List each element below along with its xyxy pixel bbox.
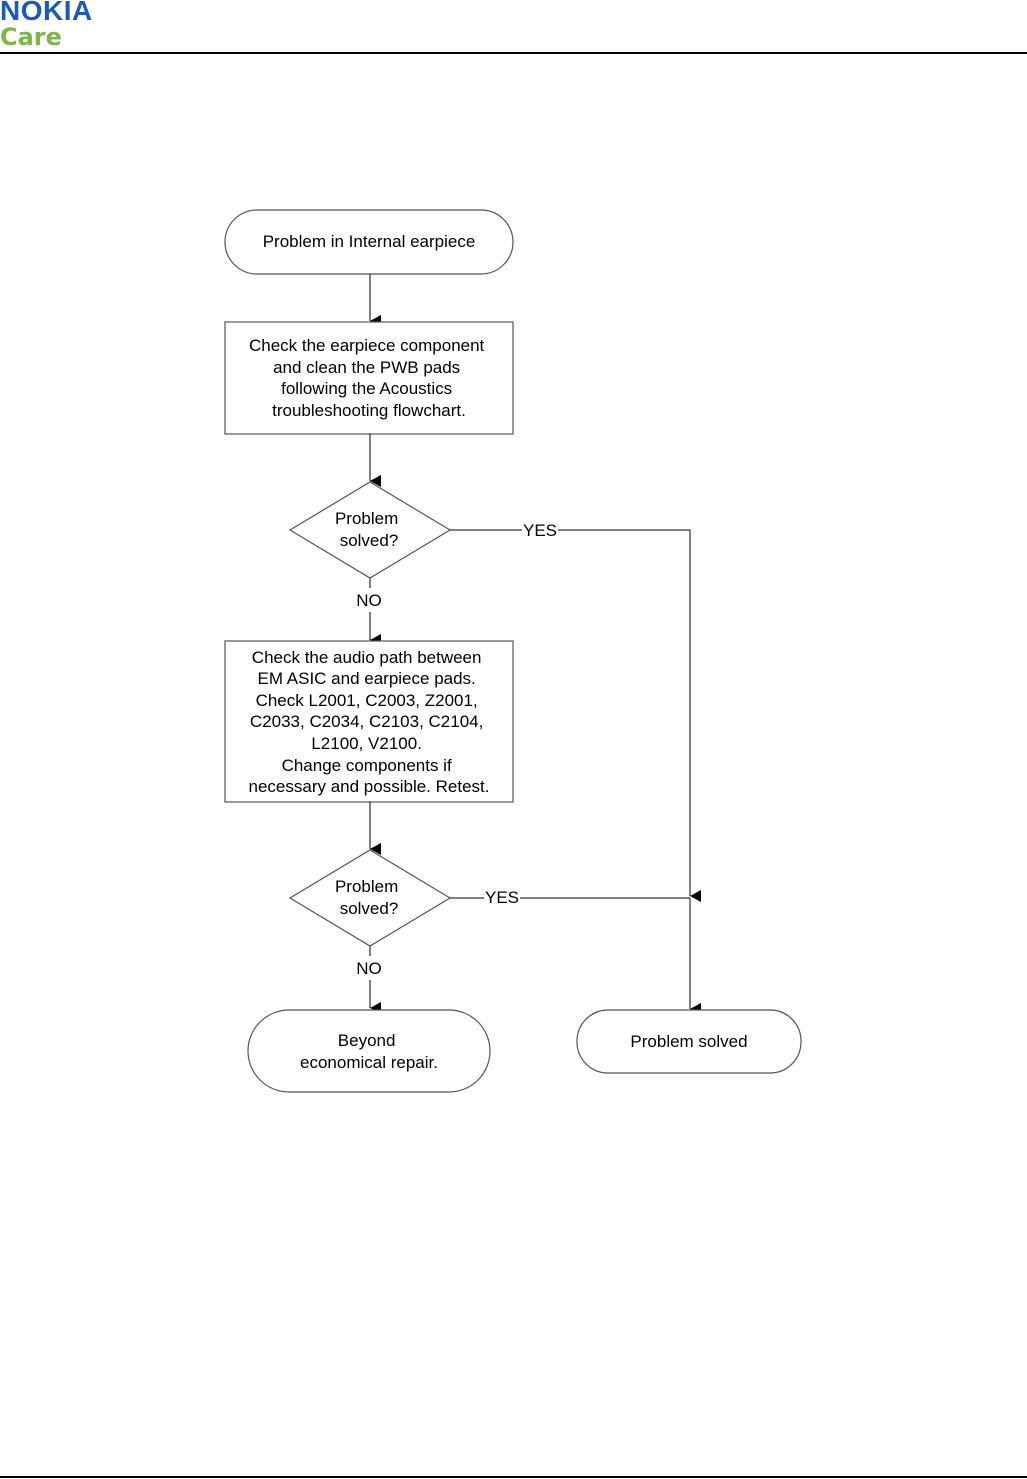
logo-nokia-text: NOKIA xyxy=(0,0,93,26)
process-check-earpiece-text: Check the earpiece component and clean t… xyxy=(249,336,489,420)
end-terminal-problem-solved: Problem solved xyxy=(576,1009,802,1074)
footer-divider xyxy=(0,1476,1027,1478)
logo-care-text: Care xyxy=(0,23,62,51)
decision-1-text: Problem solved? xyxy=(335,509,403,550)
decision2-no-label: NO xyxy=(356,959,382,978)
process-check-earpiece: Check the earpiece component and clean t… xyxy=(224,321,514,435)
decision-problem-solved-1: Problem solved? xyxy=(288,481,452,579)
decision2-yes-label: YES xyxy=(485,888,519,907)
start-terminal-label: Problem in Internal earpiece xyxy=(263,232,476,251)
decision-problem-solved-2: Problem solved? xyxy=(288,849,452,947)
end-problem-solved-text: Problem solved xyxy=(630,1032,747,1051)
decision-2-text: Problem solved? xyxy=(335,877,403,918)
start-terminal: Problem in Internal earpiece xyxy=(224,209,514,275)
end-terminal-beyond-repair: Beyond economical repair. xyxy=(247,1009,491,1093)
process-check-audio-path: Check the audio path between EM ASIC and… xyxy=(224,640,514,803)
header-divider xyxy=(0,52,1027,54)
decision1-no-label: NO xyxy=(356,591,382,610)
process-check-audio-path-text: Check the audio path between EM ASIC and… xyxy=(249,648,490,796)
end-beyond-repair-text: Beyond economical repair. xyxy=(300,1031,438,1072)
decision1-yes-label: YES xyxy=(523,521,557,540)
nokia-care-logo: NOKIA Care xyxy=(0,0,140,52)
